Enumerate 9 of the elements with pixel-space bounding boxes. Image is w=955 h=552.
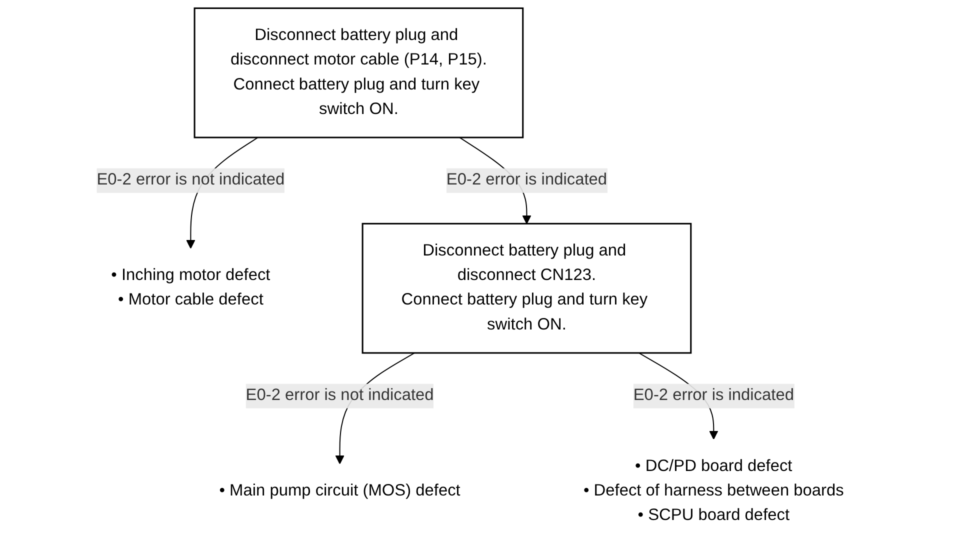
edge-label: E0-2 error is not indicated [96, 171, 285, 189]
node-box: Disconnect battery plug and disconnect motor cable (P14, P15). Connect battery plug and turn key switch ON. [194, 7, 524, 138]
edge-label: E0-2 error is indicated [633, 386, 794, 404]
node-text: • Inching motor defect • Motor cable defect [111, 266, 270, 309]
node-text: • DC/PD board defect • Defect of harness between boards • SCPU board defect [583, 458, 844, 524]
edge-label: E0-2 error is indicated [446, 171, 608, 189]
node-text: • Main pump circuit (MOS) defect [219, 482, 460, 500]
edge-label: E0-2 error is not indicated [246, 386, 434, 404]
node-box: Disconnect battery plug and disconnect CN123. Connect battery plug and turn key switch ON. [362, 222, 692, 354]
